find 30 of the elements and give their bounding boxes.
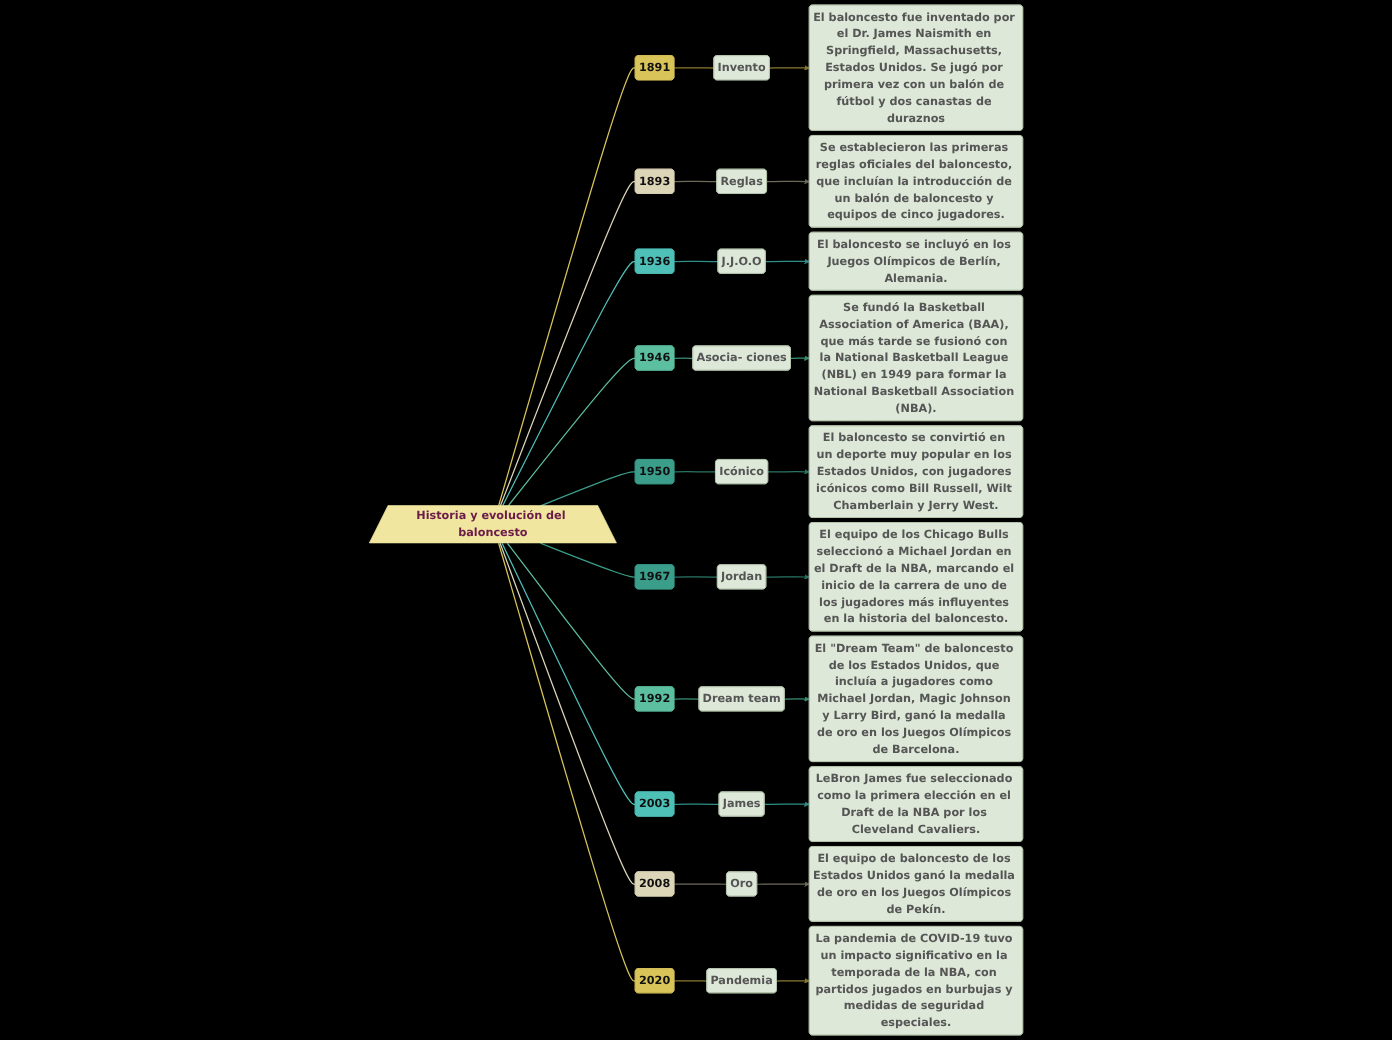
arrow — [763, 801, 810, 807]
connector — [673, 576, 719, 578]
connector — [673, 471, 717, 473]
connector — [673, 980, 708, 982]
connector — [673, 883, 728, 885]
connector — [673, 180, 718, 183]
arrow — [784, 696, 810, 702]
arrow — [756, 881, 810, 887]
connector — [498, 67, 637, 507]
arrow — [767, 469, 810, 475]
connector — [502, 260, 637, 507]
connector — [539, 542, 637, 578]
arrow — [769, 65, 810, 71]
arrow — [765, 574, 810, 580]
connector — [539, 471, 637, 507]
connector — [499, 180, 637, 507]
connector — [673, 357, 694, 359]
arrow — [776, 978, 810, 984]
arrow — [765, 258, 810, 265]
arrow — [790, 355, 810, 361]
connector — [507, 357, 637, 507]
arrow — [766, 178, 810, 185]
connector — [673, 803, 720, 805]
connector — [501, 542, 637, 805]
connector — [673, 698, 700, 700]
connector — [506, 542, 637, 700]
connector — [499, 542, 637, 885]
connector — [673, 260, 719, 263]
connector — [498, 542, 637, 982]
connector — [673, 67, 715, 69]
